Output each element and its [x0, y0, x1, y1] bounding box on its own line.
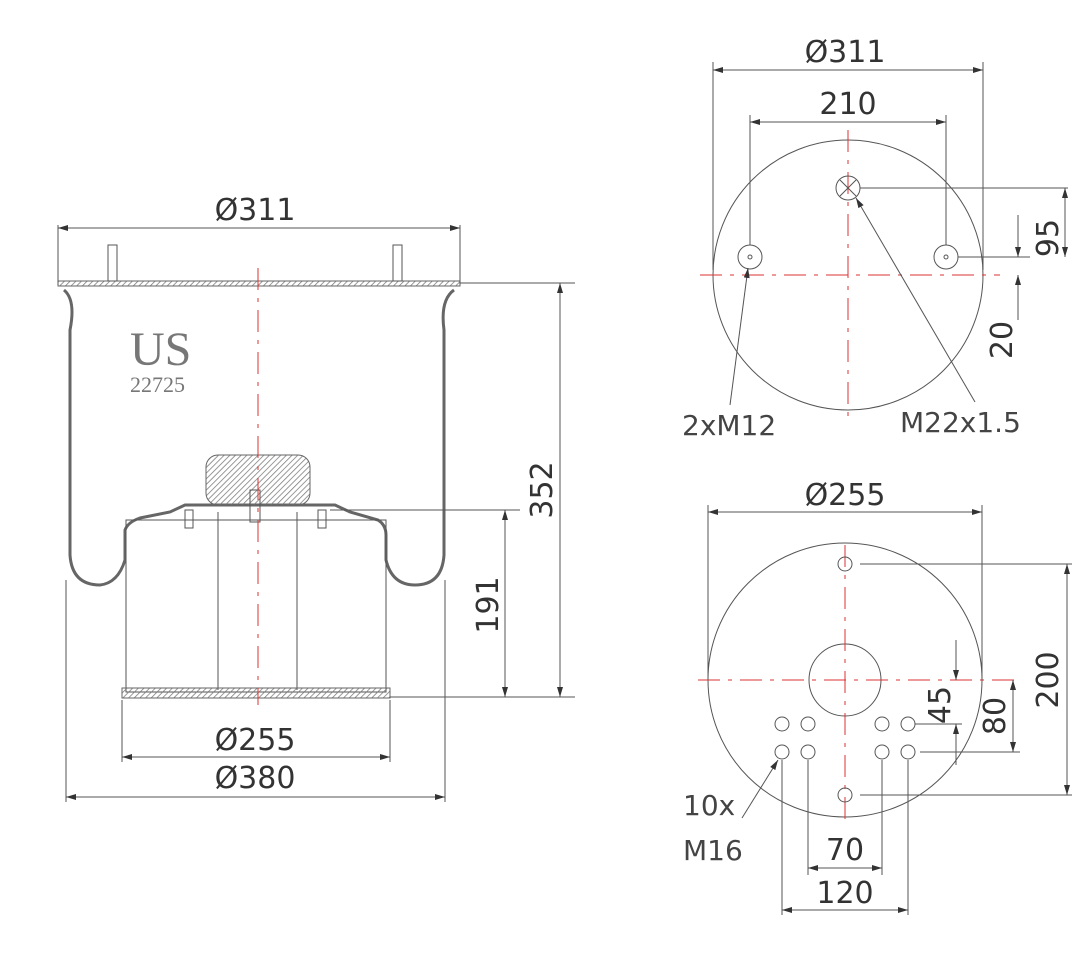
dim-stud-spacing: 210	[819, 87, 876, 122]
dim-height-piston: 191	[471, 576, 506, 633]
dim-top-diameter: Ø311	[215, 193, 296, 228]
bottom-plate-view: Ø255 200 45 80 70 120 10x M16	[683, 478, 1072, 915]
valve-label: M22x1.5	[900, 406, 1021, 439]
top-plate-view: Ø311 210 95 20 2xM12 M22x1.5	[682, 35, 1068, 442]
dim-max-diameter: Ø380	[215, 761, 296, 796]
hole-count-label: 10x	[683, 789, 735, 822]
dim-row-offset: 45	[923, 686, 958, 724]
dim-stud-offset: 20	[985, 321, 1020, 359]
logo-part-number: 22725	[130, 372, 185, 397]
dim-height-total: 352	[525, 461, 560, 518]
bellows-outline	[57, 244, 461, 699]
dim-row-spacing: 80	[978, 697, 1013, 735]
stud-label: 2xM12	[682, 409, 776, 442]
dim-outer-spacing: 120	[816, 876, 873, 911]
dim-hole-spacing: 200	[1031, 651, 1066, 708]
piston	[125, 519, 387, 693]
stud-hole	[933, 244, 959, 270]
stud-hole	[737, 244, 763, 270]
dim-piston-diameter: Ø255	[215, 723, 296, 758]
dim-valve-offset: 95	[1031, 219, 1066, 257]
logo-brand: US	[130, 323, 191, 376]
side-view: US 22725 Ø311 352 191 Ø255 Ø380	[57, 193, 575, 802]
dim-bottom-plate-diameter: Ø255	[805, 478, 886, 513]
dim-inner-spacing: 70	[826, 833, 864, 868]
hole-thread-label: M16	[683, 834, 743, 867]
dim-top-plate-diameter: Ø311	[805, 35, 886, 70]
